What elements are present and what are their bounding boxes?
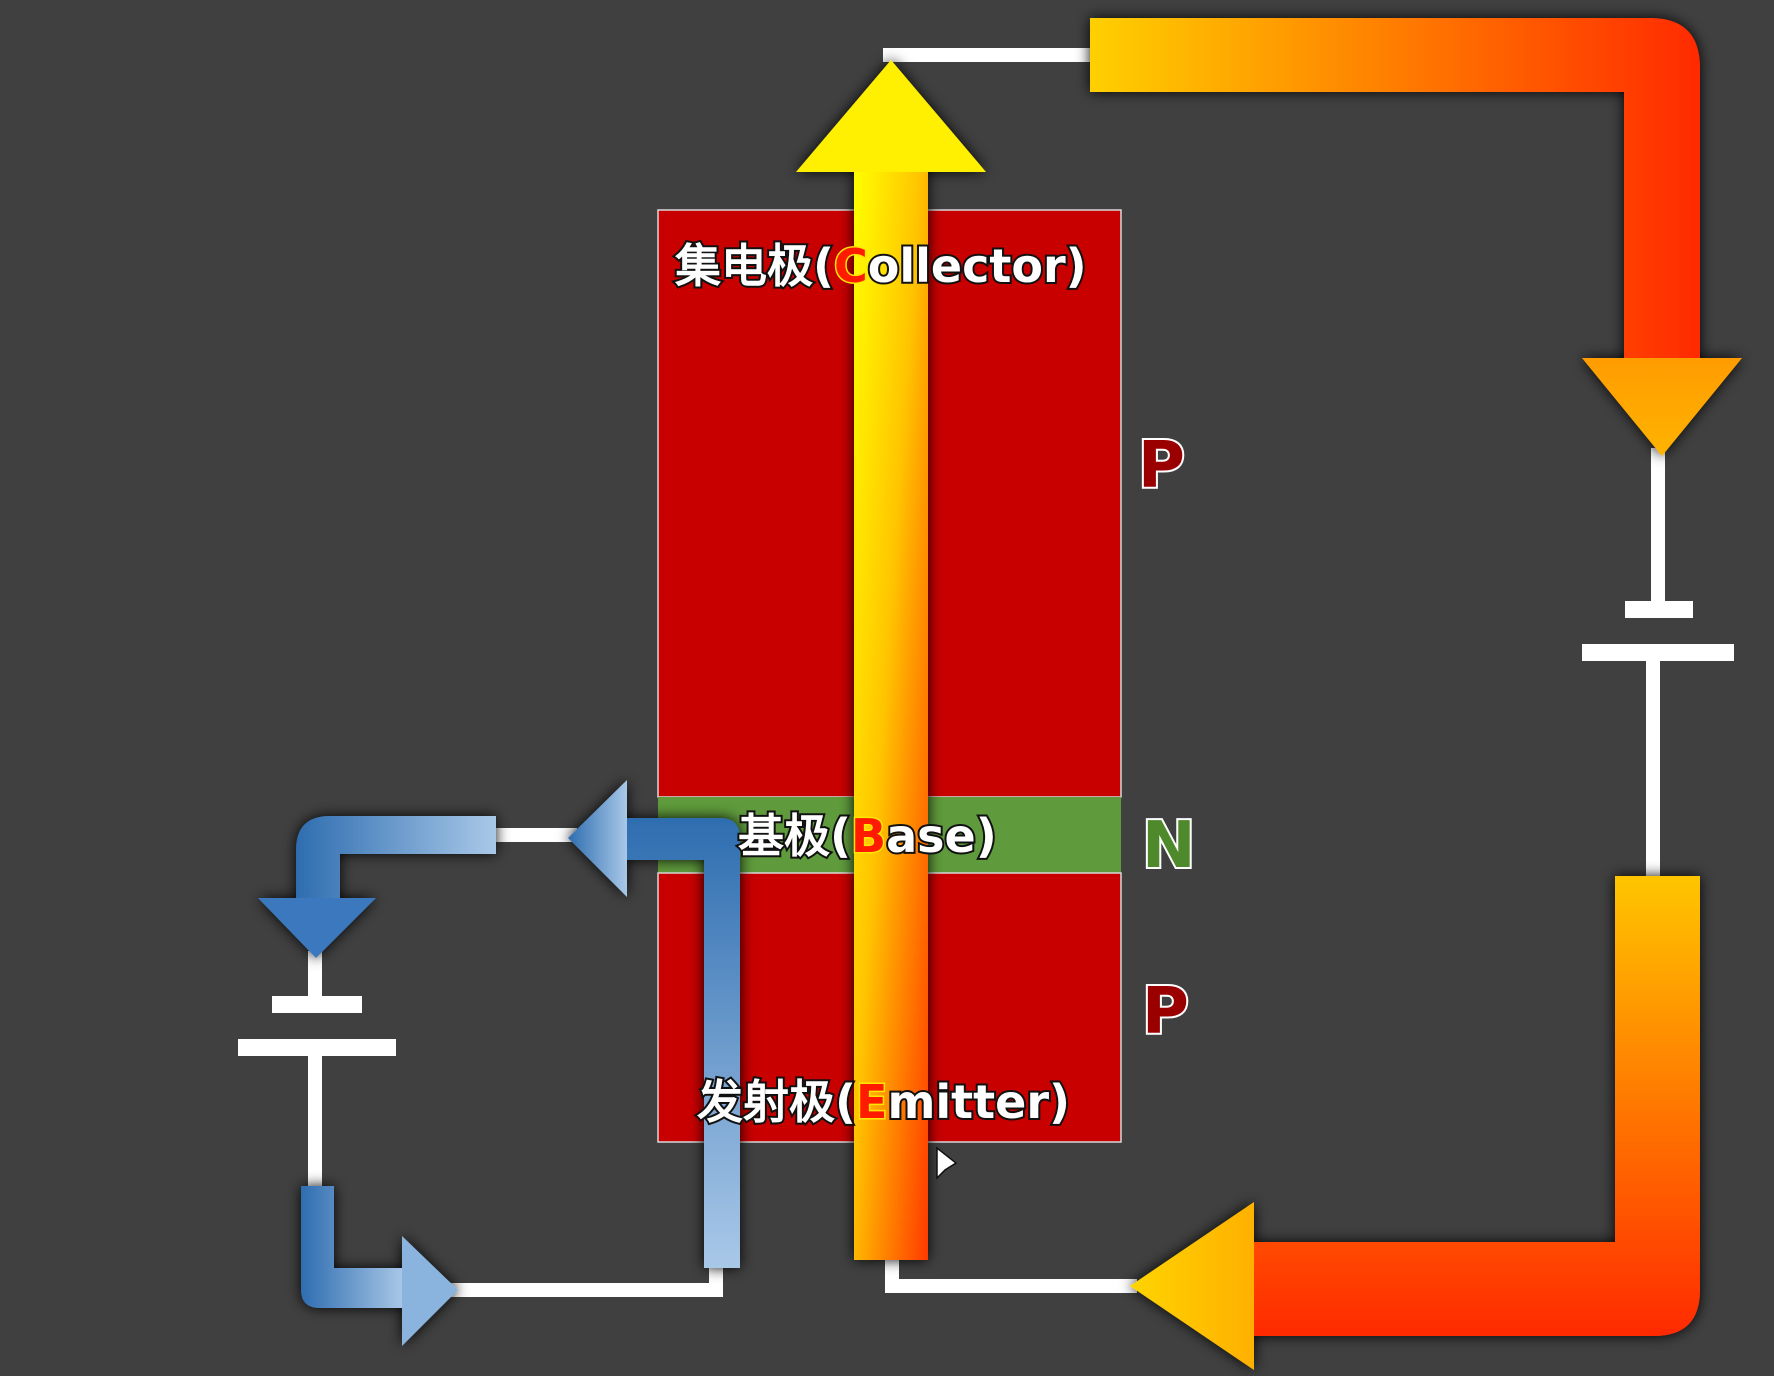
orange-arrow-top-band (1090, 18, 1700, 360)
collector-current-arrow (796, 60, 986, 1260)
collector-arrow-shaft (854, 170, 928, 1260)
blue-arrow-lower-band (301, 1186, 404, 1308)
base-label: 基极(Base) (738, 809, 997, 863)
orange-arrow-down-head (1582, 358, 1742, 456)
orange-arrow-lower-band (1252, 876, 1700, 1336)
blue-arrow-left-head (568, 780, 627, 897)
blue-arrow-right-head (402, 1236, 458, 1346)
layer-letter-middle: N (1142, 809, 1196, 883)
emitter-letter: E (856, 1075, 887, 1129)
layer-letter-top: P (1138, 429, 1185, 503)
collector-label: 集电极(Collector) (674, 239, 1087, 293)
orange-arrow-left-head (1130, 1202, 1254, 1370)
blue-arrow-upper-band (296, 816, 496, 900)
right-battery-icon (1582, 601, 1734, 661)
orange-gradient-arrow (1090, 18, 1742, 1370)
collector-letter: C (834, 239, 868, 293)
wire-base-bottom (448, 1261, 723, 1297)
mouse-pointer-icon (936, 1146, 958, 1180)
wire-emitter-bottom (885, 1258, 1137, 1293)
circuit-wires (308, 48, 1665, 1297)
blue-arrow-down-head (258, 898, 376, 958)
base-letter: B (851, 809, 886, 863)
blue-arrow-right-shaft (625, 818, 740, 1268)
layer-letter-bottom: P (1142, 975, 1189, 1049)
left-battery-icon (238, 996, 396, 1056)
emitter-label: 发射极(Emitter) (697, 1075, 1070, 1129)
collector-arrow-head (796, 60, 986, 172)
blue-gradient-arrow (258, 780, 740, 1346)
